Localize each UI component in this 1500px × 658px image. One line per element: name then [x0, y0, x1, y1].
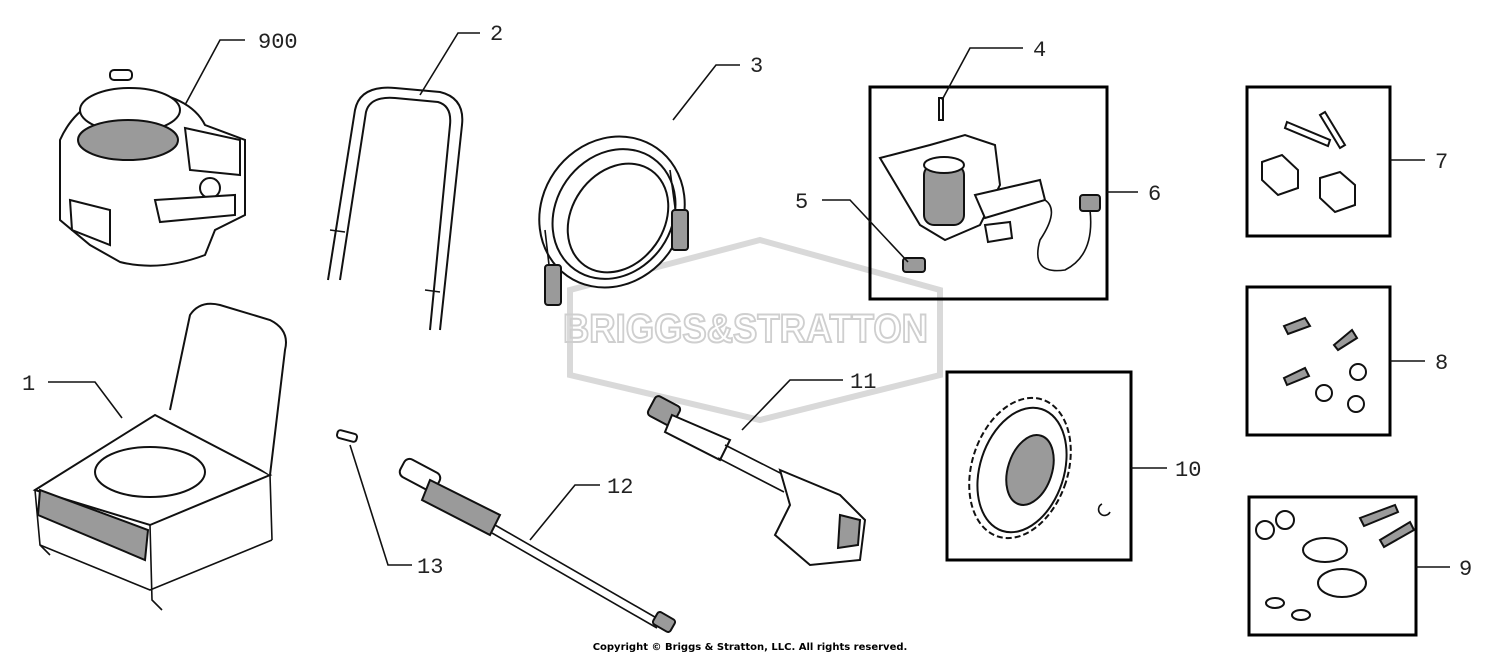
leader-lines	[48, 32, 1450, 568]
callout-4: 4	[1033, 38, 1046, 63]
spray-gun-illustration	[646, 395, 867, 567]
callout-12: 12	[607, 475, 633, 500]
callout-6: 6	[1148, 182, 1161, 207]
hose-illustration	[538, 135, 689, 306]
callout-900: 900	[258, 30, 298, 55]
engine-hardware-box	[1245, 285, 1392, 437]
callout-3: 3	[750, 54, 763, 79]
foot-hardware-box	[1247, 495, 1418, 637]
foot-hardware-illustration	[1255, 503, 1416, 621]
callout-1: 1	[22, 372, 35, 397]
pump-illustration	[878, 97, 1101, 273]
callout-2: 2	[490, 22, 503, 47]
callout-13: 13	[417, 555, 443, 580]
engine-hardware-illustration	[1282, 316, 1367, 413]
callout-9: 9	[1459, 557, 1472, 582]
handle-illustration	[327, 86, 464, 331]
wheel-kit-box	[945, 370, 1133, 562]
callout-8: 8	[1435, 351, 1448, 376]
copyright-notice: Copyright © Briggs & Stratton, LLC. All …	[592, 642, 908, 653]
engine-illustration	[59, 69, 246, 267]
watermark-text: BRIGGS&STRATTON	[563, 307, 928, 351]
pump-assembly-box	[868, 85, 1109, 301]
lance-illustration	[398, 457, 677, 633]
callout-7: 7	[1435, 150, 1448, 175]
callout-5: 5	[795, 190, 808, 215]
frame-illustration	[32, 302, 287, 611]
wheel-illustration	[968, 396, 1111, 540]
callout-11: 11	[850, 370, 876, 395]
handle-hardware-illustration	[1261, 110, 1356, 214]
nozzle-illustration	[335, 429, 359, 443]
watermark-logo: BRIGGS&STRATTON	[562, 236, 943, 424]
handle-hardware-box	[1245, 85, 1392, 238]
callout-10: 10	[1175, 458, 1201, 483]
